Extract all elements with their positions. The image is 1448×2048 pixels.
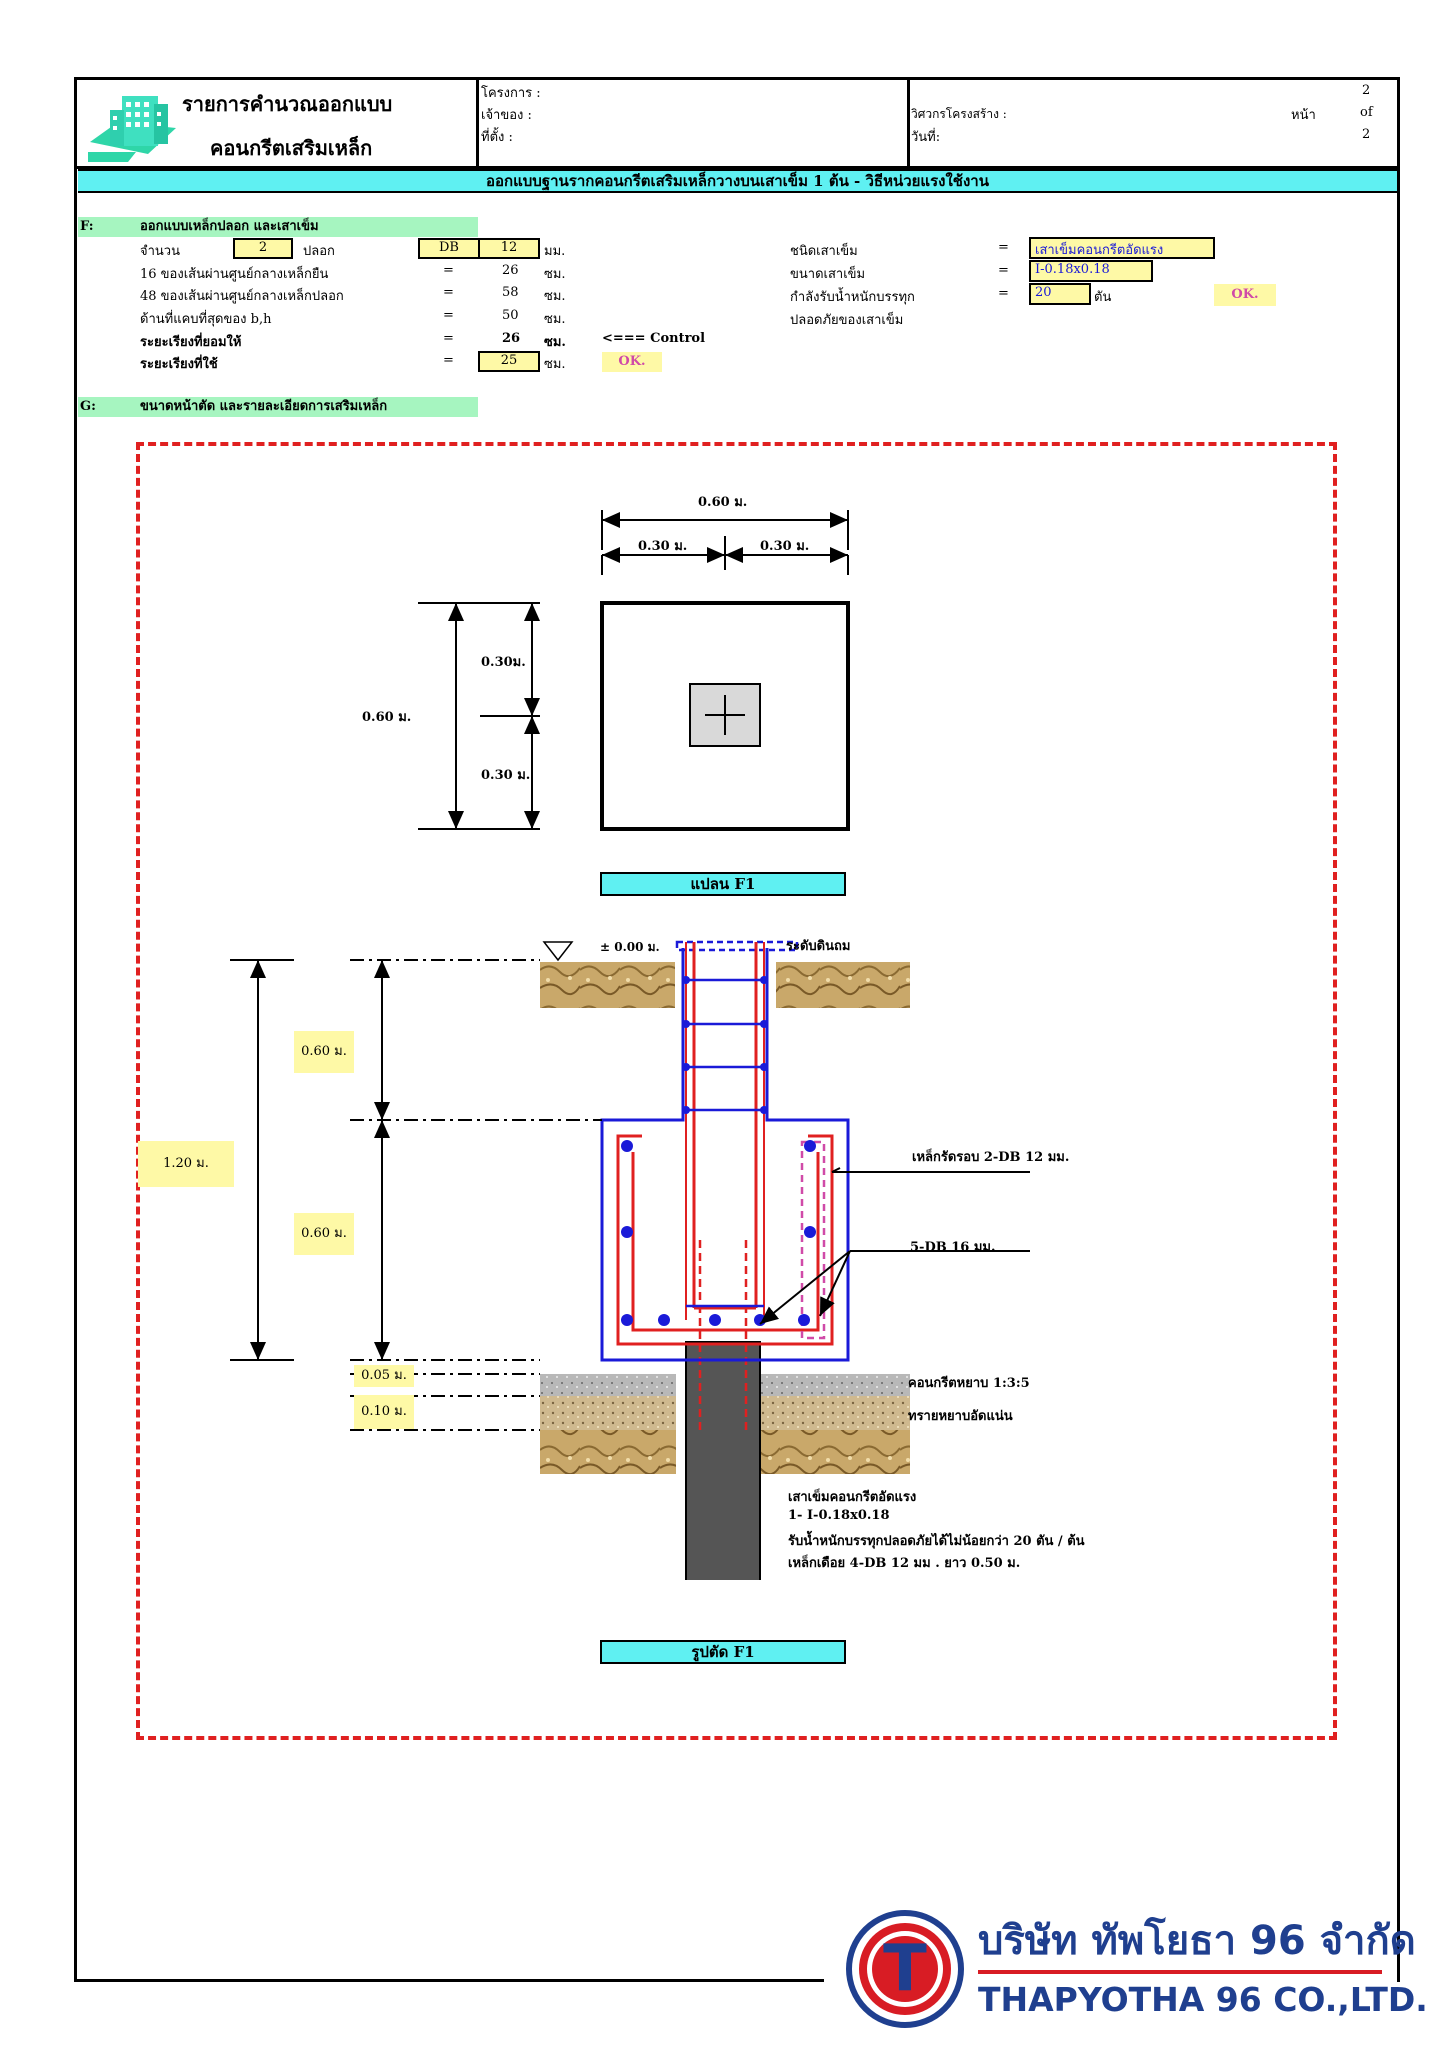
company-name-th: บริษัท ทัพโยธา 96 จำกัด [978, 1918, 1416, 1964]
qty-label: จำนวน [140, 244, 180, 259]
of-label: of [1360, 105, 1373, 120]
row2-eq: = [443, 285, 454, 300]
row4-unit: ซม. [544, 335, 566, 350]
dim-lower-label: 0.60 ม. [294, 1213, 354, 1255]
page-number: 2 [1362, 83, 1371, 98]
pile-size-eq: = [998, 263, 1009, 278]
compacted-sand-label: ทรายหยาบอัดแน่น [908, 1409, 1013, 1424]
plan-width-left: 0.30 ม. [638, 539, 688, 554]
bar-type-select[interactable]: DB [418, 238, 480, 259]
section-f-header: F: ออกแบบเหล็กปลอก และเสาเข็ม [78, 217, 478, 237]
section-g-title: ขนาดหน้าตัด และรายละเอียดการเสริมเหล็ก [140, 399, 388, 414]
pile-type-label: ชนิดเสาเข็ม [790, 244, 858, 259]
tie-bar-label: เหล็กรัดรอบ 2-DB 12 มม. [912, 1150, 1070, 1165]
row3-label: ด้านที่แคบที่สุดของ b,h [140, 312, 272, 327]
pile-ok-badge: OK. [1214, 284, 1276, 306]
dim-lean-label: 0.05 ม. [354, 1365, 414, 1387]
pile-size-select[interactable]: I-0.18x0.18 [1029, 260, 1153, 282]
row3-unit: ซม. [544, 312, 566, 327]
company-name-en: THAPYOTHA 96 CO.,LTD. [978, 1980, 1428, 2019]
dim-upper-label: 0.60 ม. [294, 1031, 354, 1073]
report-title-line1: รายการคำนวณออกแบบ [182, 92, 393, 116]
row1-eq: = [443, 263, 454, 278]
section-f-code: F: [80, 219, 94, 234]
main-bar-label: 5-DB 16 มม. [910, 1240, 996, 1255]
drawing-frame [136, 442, 1337, 1740]
row5-unit: ซม. [544, 357, 566, 372]
plan-depth-top: 0.30ม. [481, 655, 526, 670]
pile-size-label: ขนาดเสาเข็ม [790, 267, 866, 282]
lean-concrete-label: คอนกรีตหยาบ 1:3:5 [908, 1376, 1030, 1391]
sheet-frame [74, 77, 1400, 1982]
row3-eq: = [443, 308, 454, 323]
page-total: 2 [1362, 127, 1371, 142]
page-label: หน้า [1291, 108, 1316, 123]
bar-size-select[interactable]: 12 [478, 238, 540, 259]
ground-level-label: ± 0.00 ม. [600, 940, 660, 954]
row2-unit: ซม. [544, 289, 566, 304]
header-row [74, 77, 1400, 169]
section-drawing [230, 940, 1030, 1580]
bar-unit: มม. [544, 244, 566, 259]
plan-depth-bottom: 0.30 ม. [481, 768, 531, 783]
project-label: โครงการ : [481, 86, 541, 101]
stirrup-word: ปลอก [303, 244, 335, 259]
pile-type-eq: = [998, 240, 1009, 255]
control-note: <=== Control [602, 331, 706, 346]
section-g-code: G: [80, 399, 96, 414]
row2-value: 58 [502, 285, 519, 300]
dim-sand-label: 0.10 ม. [354, 1395, 414, 1429]
row5-label: ระยะเรียงที่ใช้ [140, 357, 218, 372]
row4-value: 26 [502, 331, 521, 346]
section-f-title: ออกแบบเหล็กปลอก และเสาเข็ม [140, 219, 319, 234]
plan-depth-total: 0.60 ม. [362, 710, 412, 725]
row4-label: ระยะเรียงที่ยอมให้ [140, 335, 242, 350]
owner-label: เจ้าของ : [481, 108, 532, 123]
pile-load-field[interactable]: 20 [1029, 283, 1091, 305]
fill-soil-level-label: ระดับดินถม [786, 939, 851, 954]
building-logo-icon [88, 82, 178, 164]
company-logo-icon [846, 1910, 964, 2028]
location-label: ที่ตั้ง : [481, 130, 513, 145]
logo-letter: T [883, 1932, 927, 2006]
pile-load-unit: ตัน [1094, 290, 1112, 305]
pile-note-1: เสาเข็มคอนกรีตอัดแรง [788, 1490, 917, 1505]
pile-note-3: รับน้ำหนักบรรทุกปลอดภัยได้ไม่น้อยกว่า 20… [788, 1534, 1085, 1549]
report-title-line2: คอนกรีตเสริมเหล็ก [210, 136, 373, 160]
row1-label: 16 ของเส้นผ่านศูนย์กลางเหล็กยืน [140, 267, 329, 282]
engineer-label: วิศวกรโครงสร้าง : [911, 107, 1007, 121]
stirrup-qty-field[interactable]: 2 [233, 238, 293, 259]
row1-value: 26 [502, 263, 519, 278]
row5-eq: = [443, 353, 454, 368]
section-caption: รูปตัด F1 [600, 1640, 846, 1664]
company-divider [978, 1970, 1382, 1974]
plan-drawing [418, 510, 850, 831]
row3-value: 50 [502, 308, 519, 323]
pile-note-4: เหล็กเดือย 4-DB 12 มม . ยาว 0.50 ม. [788, 1556, 1021, 1571]
spacing-ok-badge: OK. [602, 352, 662, 372]
header-divider-2 [907, 77, 910, 169]
plan-width-total: 0.60 ม. [698, 495, 748, 510]
title-banner: ออกแบบฐานรากคอนกรีตเสริมเหล็กวางบนเสาเข็… [78, 169, 1397, 193]
plan-caption: แปลน F1 [600, 872, 846, 896]
pile-safety-label: ปลอดภัยของเสาเข็ม [790, 313, 904, 328]
plan-width-right: 0.30 ม. [760, 539, 810, 554]
section-g-header: G: ขนาดหน้าตัด และรายละเอียดการเสริมเหล็… [78, 397, 478, 417]
pile-note-2: 1- I-0.18x0.18 [788, 1508, 890, 1523]
date-label: วันที่: [911, 130, 941, 145]
row4-eq: = [443, 331, 454, 346]
pile-load-label: กำลังรับน้ำหนักบรรทุก [790, 290, 915, 305]
dim-total-label: 1.20 ม. [138, 1141, 234, 1187]
pile-type-select[interactable]: เสาเข็มคอนกรีตอัดแรง [1029, 237, 1215, 259]
sheet-bottom-line [74, 1979, 824, 1982]
row2-label: 48 ของเส้นผ่านศูนย์กลางเหล็กปลอก [140, 289, 344, 304]
spacing-used-field[interactable]: 25 [478, 351, 540, 372]
pile-load-eq: = [998, 286, 1009, 301]
row1-unit: ซม. [544, 267, 566, 282]
header-divider-1 [476, 77, 479, 169]
